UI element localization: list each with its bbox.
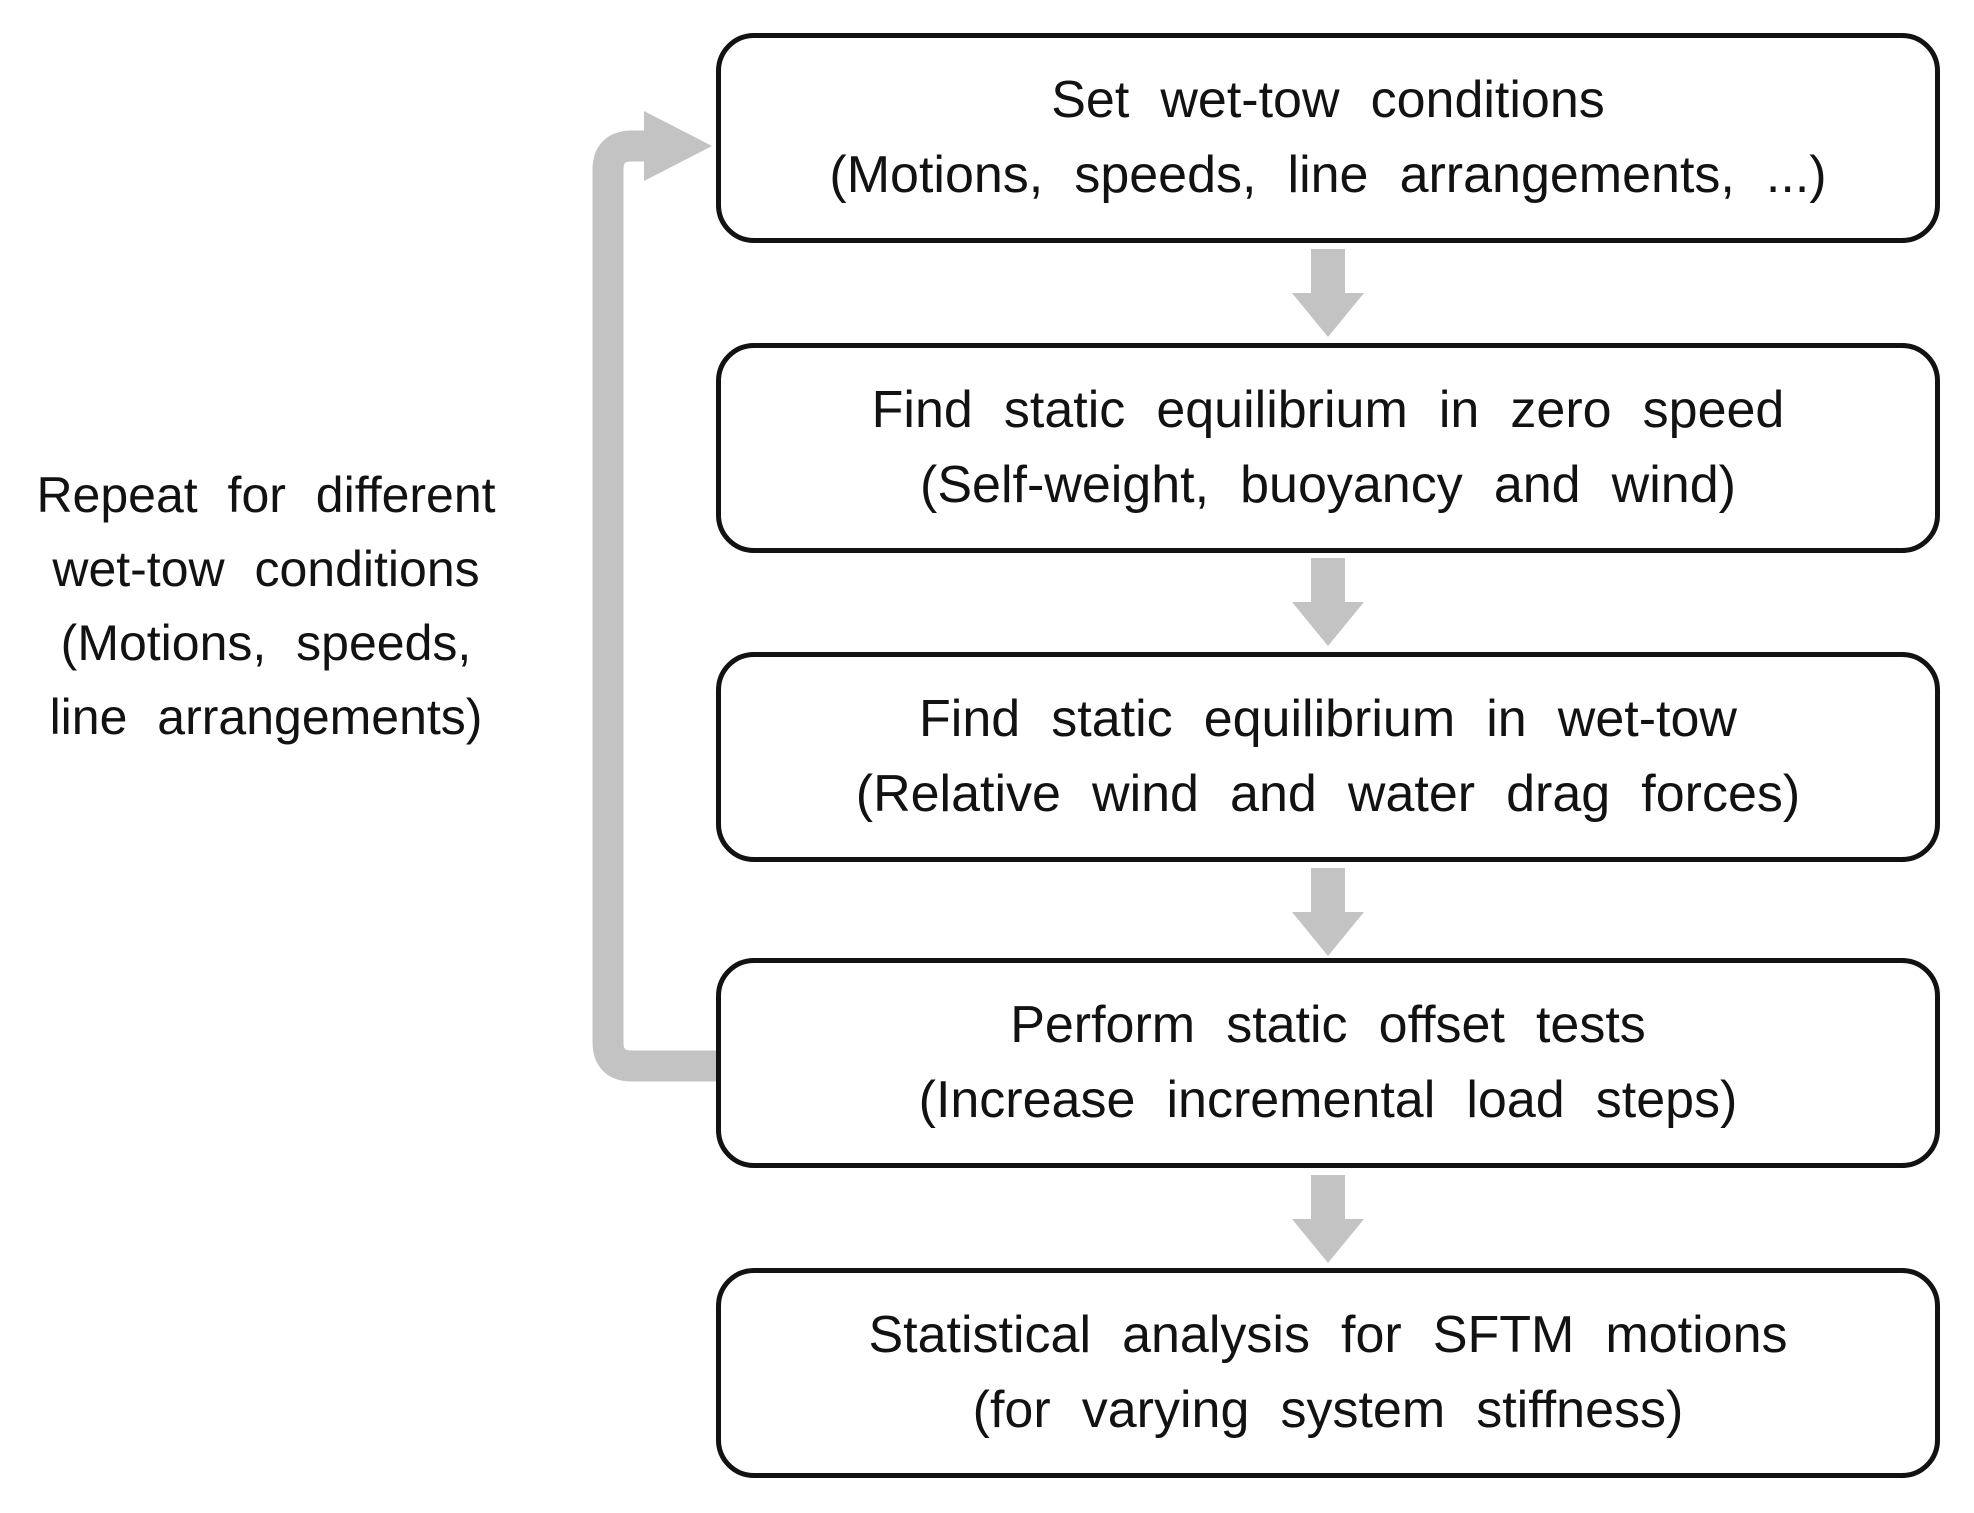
down-arrow-icon <box>1292 1175 1364 1263</box>
repeat-loop-label: Repeat for different wet-tow conditions … <box>8 458 524 754</box>
step-detail: (Relative wind and water drag forces) <box>855 765 1801 823</box>
down-arrow-icon <box>1292 558 1364 646</box>
flow-step-1: Set wet-tow conditions (Motions, speeds,… <box>716 33 1940 243</box>
step-title: Statistical analysis for SFTM motions <box>868 1306 1788 1364</box>
step-detail: (for varying system stiffness) <box>972 1381 1684 1439</box>
step-title: Set wet-tow conditions <box>1051 71 1605 129</box>
flow-step-3: Find static equilibrium in wet-tow (Rela… <box>716 652 1940 862</box>
step-detail: (Self-weight, buoyancy and wind) <box>920 456 1736 514</box>
step-title: Perform static offset tests <box>1010 996 1646 1054</box>
repeat-loop-label-line: line arrangements) <box>49 689 483 745</box>
repeat-loop-label-line: Repeat for different <box>36 467 496 523</box>
step-title: Find static equilibrium in zero speed <box>871 381 1785 439</box>
flow-step-4: Perform static offset tests (Increase in… <box>716 958 1940 1168</box>
repeat-loop-label-line: (Motions, speeds, <box>60 615 472 671</box>
down-arrow-icon <box>1292 249 1364 337</box>
step-detail: (Increase incremental load steps) <box>918 1071 1738 1129</box>
step-detail: (Motions, speeds, line arrangements, ...… <box>829 146 1827 204</box>
flow-step-2: Find static equilibrium in zero speed (S… <box>716 343 1940 553</box>
flow-step-5: Statistical analysis for SFTM motions (f… <box>716 1268 1940 1478</box>
step-title: Find static equilibrium in wet-tow <box>919 690 1737 748</box>
repeat-loop-label-line: wet-tow conditions <box>52 541 480 597</box>
down-arrow-icon <box>1292 868 1364 956</box>
